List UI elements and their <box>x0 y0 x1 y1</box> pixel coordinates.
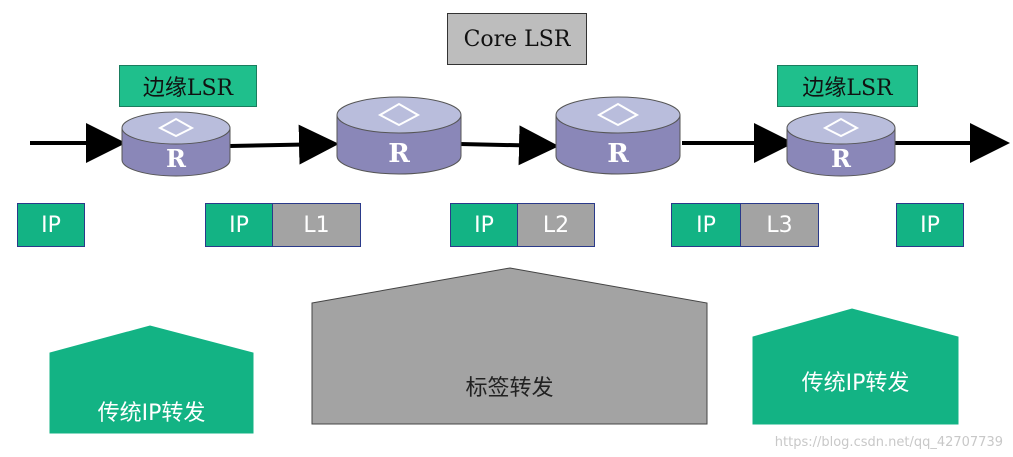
stage-text-center: 标签转发 <box>465 376 554 401</box>
router-top-icon <box>157 117 195 138</box>
router-core-2: R <box>555 96 681 175</box>
router-top-icon <box>377 102 421 127</box>
router-core-1: R <box>336 96 462 175</box>
packet-3-ip: IP <box>450 203 518 247</box>
packet-2-label: L1 <box>272 203 361 247</box>
router-letter: R <box>388 139 410 169</box>
router-top-icon <box>822 117 860 138</box>
core-lsr-label: Core LSR <box>447 13 587 65</box>
router-letter: R <box>831 144 852 173</box>
flow-arrow-1 <box>229 124 339 165</box>
router-letter: R <box>607 139 629 169</box>
packet-2-ip: IP <box>205 203 273 247</box>
packet-4-ip: IP <box>671 203 741 247</box>
router-letter: R <box>166 144 187 173</box>
stage-text-right: 传统IP转发 <box>801 371 910 396</box>
router-edge-right: R <box>786 111 896 177</box>
router-top-icon <box>596 102 640 127</box>
edge-lsr-label-left: 边缘LSR <box>119 65 257 107</box>
stage-text-left: 传统IP转发 <box>97 401 206 426</box>
edge-lsr-label-right: 边缘LSR <box>777 65 918 107</box>
stage-shape-center <box>311 267 708 425</box>
watermark: https://blog.csdn.net/qq_42707739 <box>774 435 1003 450</box>
packet-1-ip: IP <box>17 203 85 247</box>
packet-4-label: L3 <box>740 203 819 247</box>
stage-shape-right <box>752 308 959 425</box>
packet-5-ip: IP <box>896 203 964 247</box>
flow-arrow-2 <box>459 125 559 166</box>
stage-shape-left <box>49 325 254 434</box>
router-edge-left: R <box>121 111 231 177</box>
packet-3-label: L2 <box>517 203 595 247</box>
